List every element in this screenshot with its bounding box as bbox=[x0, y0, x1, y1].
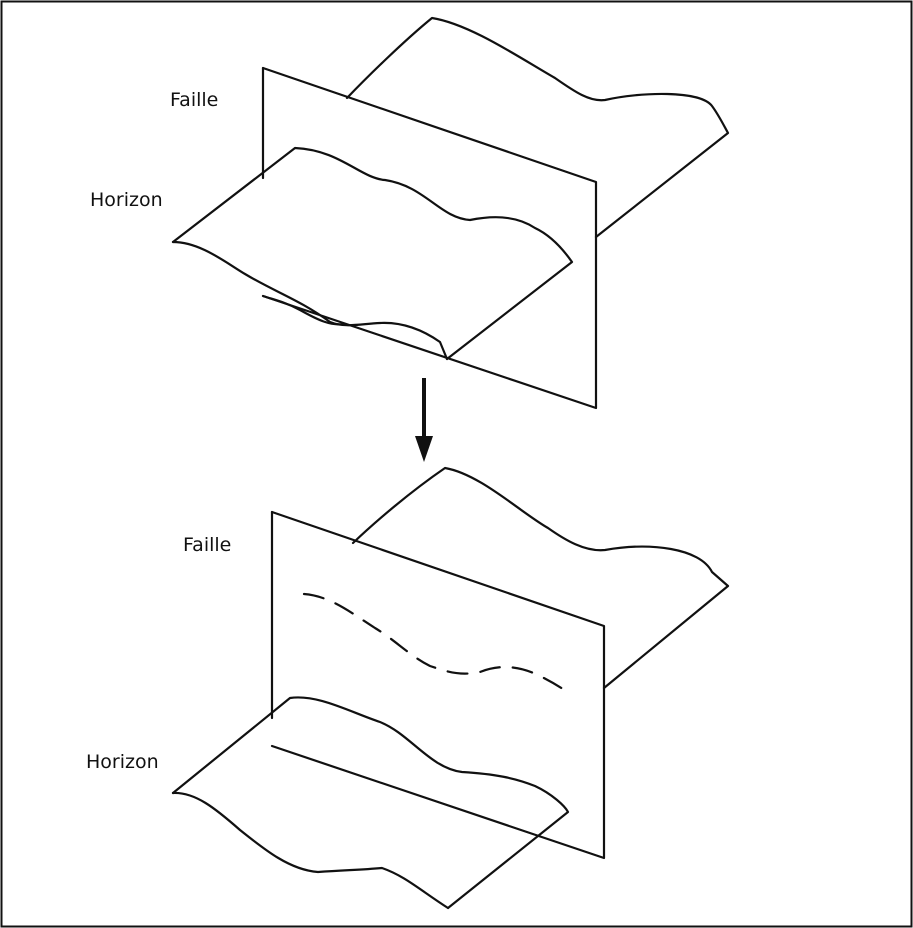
bottom-diagram bbox=[171, 466, 730, 910]
bottom-fault-trace bbox=[302, 592, 572, 696]
bottom-back-horizon bbox=[351, 466, 730, 690]
bottom-fault-label: Faille bbox=[183, 534, 232, 556]
top-fault-intersection bbox=[261, 294, 347, 326]
top-fault-label: Faille bbox=[170, 89, 219, 111]
top-front-horizon-edge bbox=[171, 240, 449, 361]
bottom-fault-plane bbox=[270, 510, 606, 860]
down-arrow-icon bbox=[415, 378, 433, 462]
top-back-horizon bbox=[345, 16, 730, 239]
top-fault-plane bbox=[261, 66, 598, 410]
top-diagram bbox=[171, 16, 730, 410]
bottom-front-horizon bbox=[171, 696, 570, 910]
top-front-horizon bbox=[171, 146, 574, 361]
bottom-front-horizon-edge bbox=[171, 791, 450, 910]
bottom-horizon-label: Horizon bbox=[86, 751, 159, 773]
top-horizon-label: Horizon bbox=[90, 189, 163, 211]
